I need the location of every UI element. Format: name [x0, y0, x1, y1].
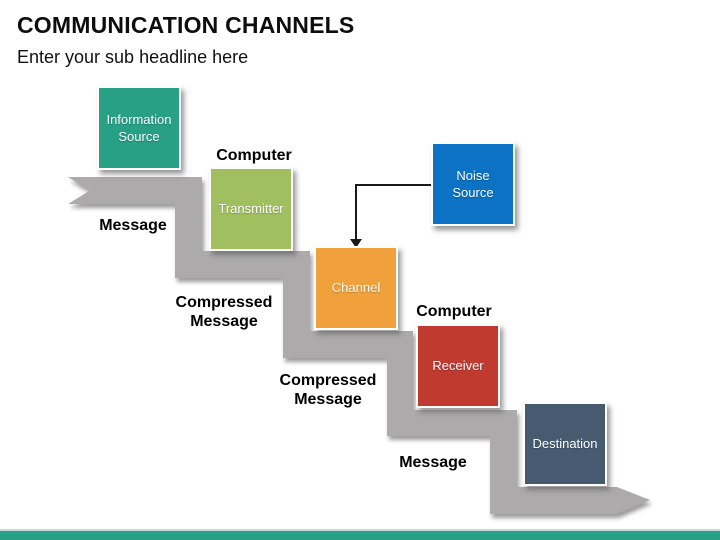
- flow-label-message-1: Message: [99, 217, 167, 234]
- flow-label-computer-2: Computer: [416, 303, 492, 320]
- node-destination-label: Destination: [532, 436, 598, 452]
- footer-accent-bar: [0, 529, 720, 540]
- node-noise-source-label: Noise Source: [452, 167, 494, 200]
- node-receiver-label: Receiver: [432, 358, 484, 374]
- node-transmitter-label: Transmitter: [218, 201, 284, 217]
- staircase-ribbon-arrow: [68, 177, 650, 514]
- node-channel-label: Channel: [331, 280, 381, 296]
- node-information-source: Information Source: [97, 86, 181, 170]
- noise-connector-line: [355, 184, 433, 240]
- flow-label-compressed-message-1: Compressed Message: [175, 294, 273, 330]
- noise-connector-arrowhead-icon: [350, 239, 362, 248]
- flow-label-compressed-message-2: Compressed Message: [279, 372, 377, 408]
- page-title: COMMUNICATION CHANNELS: [17, 12, 355, 38]
- node-destination: Destination: [523, 402, 607, 486]
- flow-label-computer-1: Computer: [216, 147, 292, 164]
- node-channel: Channel: [314, 246, 398, 330]
- node-noise-source: Noise Source: [431, 142, 515, 226]
- node-information-source-label: Information Source: [106, 111, 172, 144]
- flow-label-message-2: Message: [399, 454, 467, 471]
- node-receiver: Receiver: [416, 324, 500, 408]
- node-transmitter: Transmitter: [209, 167, 293, 251]
- page-subtitle: Enter your sub headline here: [17, 47, 249, 67]
